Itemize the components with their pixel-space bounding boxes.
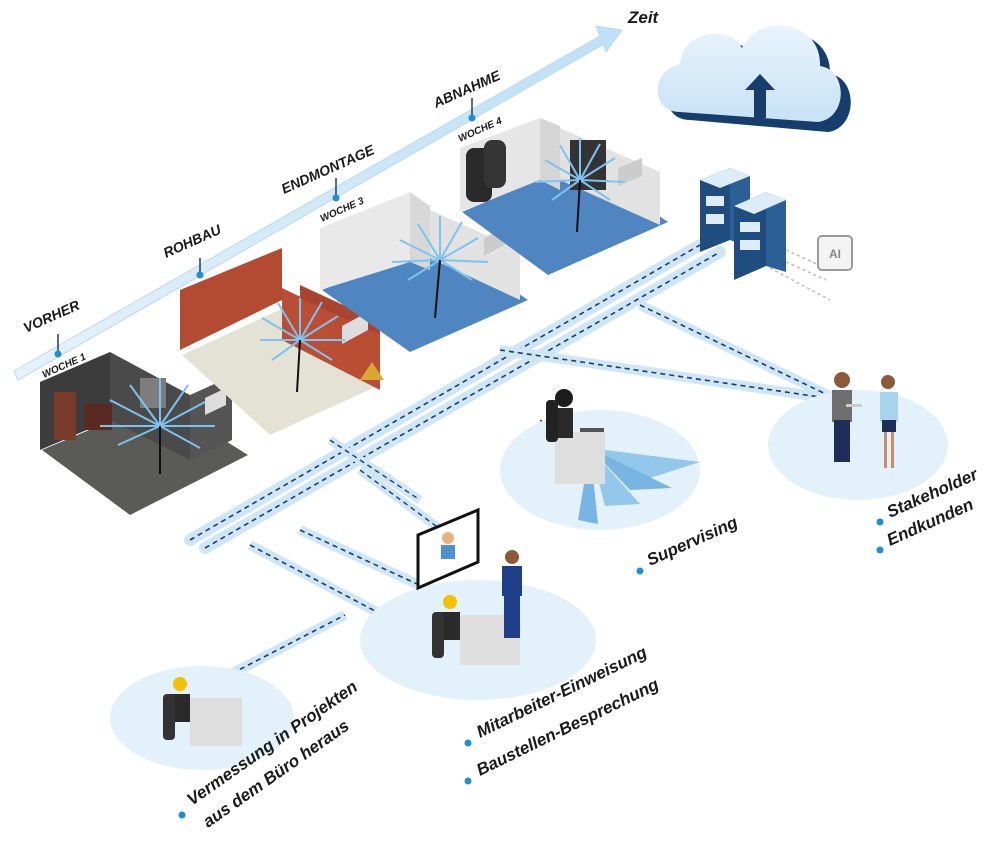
timeline-axis-label: Zeit (627, 8, 660, 27)
caption-supervising: Supervising (636, 512, 741, 575)
boiler-icon (54, 392, 76, 440)
scanner-abnahme (534, 138, 626, 233)
scanner-endmontage (391, 216, 489, 319)
upload-arrow-icon (745, 74, 775, 118)
phase-label-2: ROHBAU (161, 221, 224, 261)
stakeholder-persons (832, 372, 898, 468)
room-endmontage (320, 192, 528, 352)
office-worker (163, 677, 242, 746)
scanner-rohbau (260, 298, 345, 393)
timeline-arrow (13, 25, 623, 381)
platform-stakeholder (768, 390, 948, 500)
phase-label-1: VORHER (21, 296, 83, 335)
supervising-person (546, 389, 700, 524)
scanner-vorher (100, 378, 215, 474)
phase-label-3: ENDMONTAGE (279, 141, 378, 197)
ai-chip-icon: AI (769, 235, 853, 301)
cloud-icon (657, 25, 851, 132)
server-rack-2 (734, 192, 786, 280)
room-vorher (40, 352, 248, 515)
caption-supervising-text: Supervising (644, 512, 741, 569)
video-call-screen (416, 507, 480, 591)
ai-chip-label: AI (829, 247, 841, 261)
meeting-workers (432, 550, 522, 665)
room-abnahme (460, 118, 668, 275)
